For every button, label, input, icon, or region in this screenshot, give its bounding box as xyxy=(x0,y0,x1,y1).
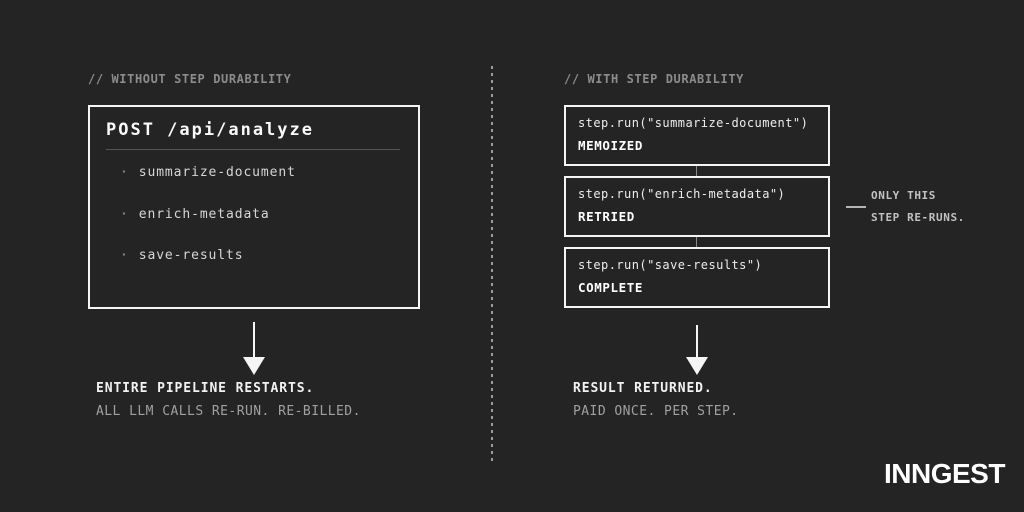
pipeline-step-item: · enrich-metadata xyxy=(120,207,270,222)
left-caption-secondary: ALL LLM CALLS RE-RUN. RE-BILLED. xyxy=(96,404,361,419)
left-caption-primary: ENTIRE PIPELINE RESTARTS. xyxy=(96,381,315,396)
step-status: COMPLETE xyxy=(578,280,644,295)
left-section-header: // WITHOUT STEP DURABILITY xyxy=(88,72,292,86)
box-connector-line xyxy=(696,166,697,176)
step-status: RETRIED xyxy=(578,209,635,224)
pipeline-step-label: summarize-document xyxy=(138,165,296,180)
right-caption-primary: RESULT RETURNED. xyxy=(573,381,713,396)
down-arrow-head-icon xyxy=(243,357,265,375)
step-box-memoized: step.run("summarize-document") MEMOIZED xyxy=(564,105,830,166)
bullet-icon: · xyxy=(120,207,129,222)
inngest-logo: INNGEST xyxy=(884,458,1005,489)
box-connector-line xyxy=(696,237,697,247)
right-caption-secondary: PAID ONCE. PER STEP. xyxy=(573,404,739,419)
annotation-dash-line xyxy=(846,206,866,208)
bullet-icon: · xyxy=(120,248,129,263)
step-box-complete: step.run("save-results") COMPLETE xyxy=(564,247,830,308)
dotted-divider-line xyxy=(491,66,493,462)
step-code: step.run("summarize-document") xyxy=(578,116,809,130)
pipeline-step-item: · summarize-document xyxy=(120,165,296,180)
pipeline-step-item: · save-results xyxy=(120,248,243,263)
step-status: MEMOIZED xyxy=(578,138,644,153)
down-arrow-line xyxy=(696,325,698,360)
annotation-text: STEP RE-RUNS. xyxy=(871,211,965,224)
bullet-icon: · xyxy=(120,165,129,180)
pipeline-step-label: enrich-metadata xyxy=(138,207,270,222)
annotation-text: ONLY THIS xyxy=(871,189,937,202)
step-code: step.run("enrich-metadata") xyxy=(578,187,786,201)
step-code: step.run("save-results") xyxy=(578,258,763,272)
request-title: POST /api/analyze xyxy=(106,120,314,140)
down-arrow-head-icon xyxy=(686,357,708,375)
pipeline-step-label: save-results xyxy=(138,248,244,263)
request-box-divider xyxy=(106,149,400,150)
right-section-header: // WITH STEP DURABILITY xyxy=(564,72,744,86)
down-arrow-line xyxy=(253,322,255,357)
step-box-retried: step.run("enrich-metadata") RETRIED xyxy=(564,176,830,237)
pipeline-request-box: POST /api/analyze · summarize-document · e… xyxy=(88,105,420,309)
